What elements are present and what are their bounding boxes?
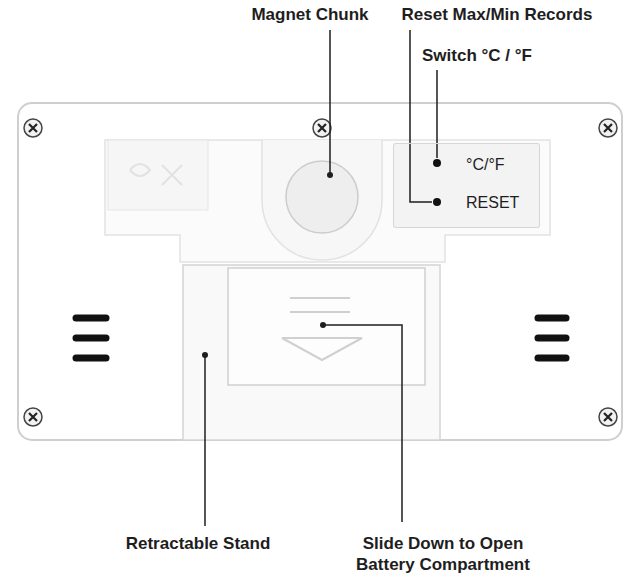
- button-label: °C/°F: [466, 156, 505, 174]
- battery-cover: [228, 268, 425, 385]
- button-dot: [433, 159, 441, 167]
- screws: [24, 119, 617, 426]
- callout-label: Magnet Chunk: [251, 4, 368, 25]
- callout-label: Slide Down to Open Battery Compartment: [333, 533, 553, 575]
- button-dot: [433, 198, 441, 206]
- magnet: [286, 161, 358, 233]
- callout-label: Switch °C / °F: [422, 45, 532, 66]
- vents: [76, 318, 566, 358]
- slide-arrow: [282, 338, 362, 360]
- leader-lines: [205, 30, 437, 526]
- grip-line: [290, 311, 350, 313]
- button-panel: °C/°F RESET: [393, 143, 540, 228]
- callout-label: Reset Max/Min Records: [402, 4, 593, 25]
- button-panel-fill: [393, 143, 540, 228]
- callout-label: Retractable Stand: [126, 533, 271, 554]
- faint-logo: [130, 164, 182, 185]
- screw-slots: [29, 124, 612, 421]
- magnet-recess: [262, 140, 382, 260]
- grip-line: [290, 297, 350, 299]
- button-label: RESET: [466, 194, 519, 212]
- leader-dots: [202, 172, 333, 358]
- logo-box: [108, 140, 208, 210]
- housing: [18, 103, 622, 440]
- raised-panel: [105, 140, 550, 262]
